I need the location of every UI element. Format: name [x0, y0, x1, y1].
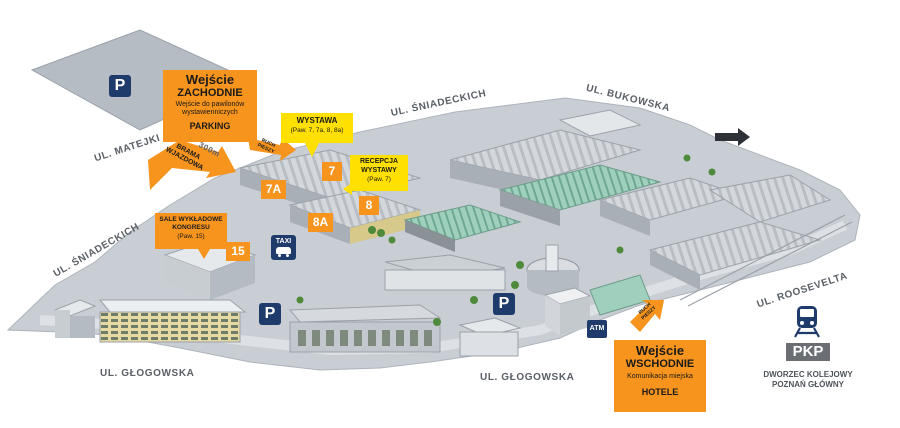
- building: [165, 255, 210, 300]
- exhibition-sign-pointer: [305, 143, 319, 157]
- building: [288, 304, 442, 323]
- building-facade: [99, 311, 241, 343]
- building: [650, 250, 700, 290]
- atm-icon: ATM: [587, 320, 607, 338]
- entrance-east-title-2: WSCHODNIE: [625, 358, 695, 370]
- lecture-halls-line1: SALE WYKŁADOWE: [159, 216, 223, 223]
- entrance-east-title-1: Wejście: [635, 343, 685, 358]
- building: [403, 204, 522, 241]
- building: [560, 296, 590, 335]
- pkp-station-label: DWORZEC KOLEJOWY POZNAŃ GŁÓWNY: [738, 370, 878, 390]
- railway: [679, 214, 853, 307]
- train-icon: [792, 304, 822, 340]
- taxi-icon: TAXI: [271, 235, 296, 260]
- street-label-glogowska-mid: UL. GŁOGOWSKA: [480, 372, 575, 383]
- building: [500, 190, 560, 226]
- reception-line2: WYSTAWY: [361, 167, 397, 174]
- lecture-halls-detail: (Paw. 15): [177, 233, 205, 240]
- building: [708, 174, 832, 223]
- exhibition-detail: (Paw. 7, 7a, 8, 8a): [290, 127, 344, 134]
- reception-line1: RECEPCJA: [359, 158, 399, 165]
- pavilion-8-badge: 8: [359, 196, 379, 215]
- pavilion-8a-badge: 8A: [308, 213, 333, 232]
- exhibition-title: WYSTAWA: [296, 116, 338, 125]
- pedestrian-arrow-west: [248, 138, 296, 161]
- entrance-east-sign: Wejście WSCHODNIE Komunikacja miejska HO…: [614, 340, 706, 412]
- exhibition-sign: WYSTAWA (Paw. 7, 7a, 8, 8a): [281, 113, 353, 143]
- north-arrow-icon: [715, 128, 750, 146]
- building: [558, 109, 642, 137]
- reception-detail: (Paw. 7): [367, 176, 391, 183]
- tower: [545, 244, 559, 272]
- building: [350, 210, 420, 244]
- parking-icon: P: [259, 303, 281, 325]
- pkp-line1: DWORZEC KOLEJOWY: [763, 370, 853, 379]
- building: [98, 299, 247, 313]
- building: [210, 255, 255, 300]
- building: [498, 164, 662, 211]
- car-icon: [276, 247, 291, 254]
- pedestrian-arrow-east: [630, 300, 664, 332]
- reception-sign-pointer: [343, 183, 352, 195]
- pavilion-15-badge: 15: [226, 242, 250, 261]
- pavilion-7-badge: 7: [322, 162, 342, 181]
- pavilion-7a-badge: 7A: [261, 180, 286, 199]
- entrance-east-subtitle: Komunikacja miejska: [627, 373, 693, 380]
- entrance-east-hotels: HOTELE: [641, 387, 679, 397]
- pkp-logo: PKP: [786, 343, 830, 361]
- building: [449, 129, 642, 181]
- entrance-west-title-2: ZACHODNIE: [177, 87, 243, 99]
- street-label-glogowska-left: UL. GŁOGOWSKA: [100, 368, 195, 379]
- entrance-west-sign: Wejście ZACHODNIE Wejście do pawilonów w…: [163, 70, 257, 142]
- entrance-west-title-1: Wejście: [185, 72, 235, 87]
- reception-sign: RECEPCJA WYSTAWY (Paw. 7): [350, 155, 408, 191]
- entrance-west-subtitle: Wejście do pawilonów wystawienniczych: [175, 101, 245, 116]
- building: [405, 220, 455, 252]
- parking-icon: P: [493, 293, 515, 315]
- building: [600, 200, 650, 236]
- lecture-halls-pointer: [198, 249, 210, 259]
- parking-icon: P: [109, 75, 131, 97]
- building: [545, 295, 560, 335]
- entrance-west-parking: PARKING: [189, 121, 231, 131]
- lecture-halls-sign: SALE WYKŁADOWE KONGRESU (Paw. 15): [155, 213, 227, 249]
- gate-arrow: [148, 140, 236, 190]
- lecture-halls-line2: KONGRESU: [172, 224, 210, 231]
- taxi-label: TAXI: [275, 238, 292, 245]
- pkp-line2: POZNAŃ GŁÓWNY: [772, 380, 844, 389]
